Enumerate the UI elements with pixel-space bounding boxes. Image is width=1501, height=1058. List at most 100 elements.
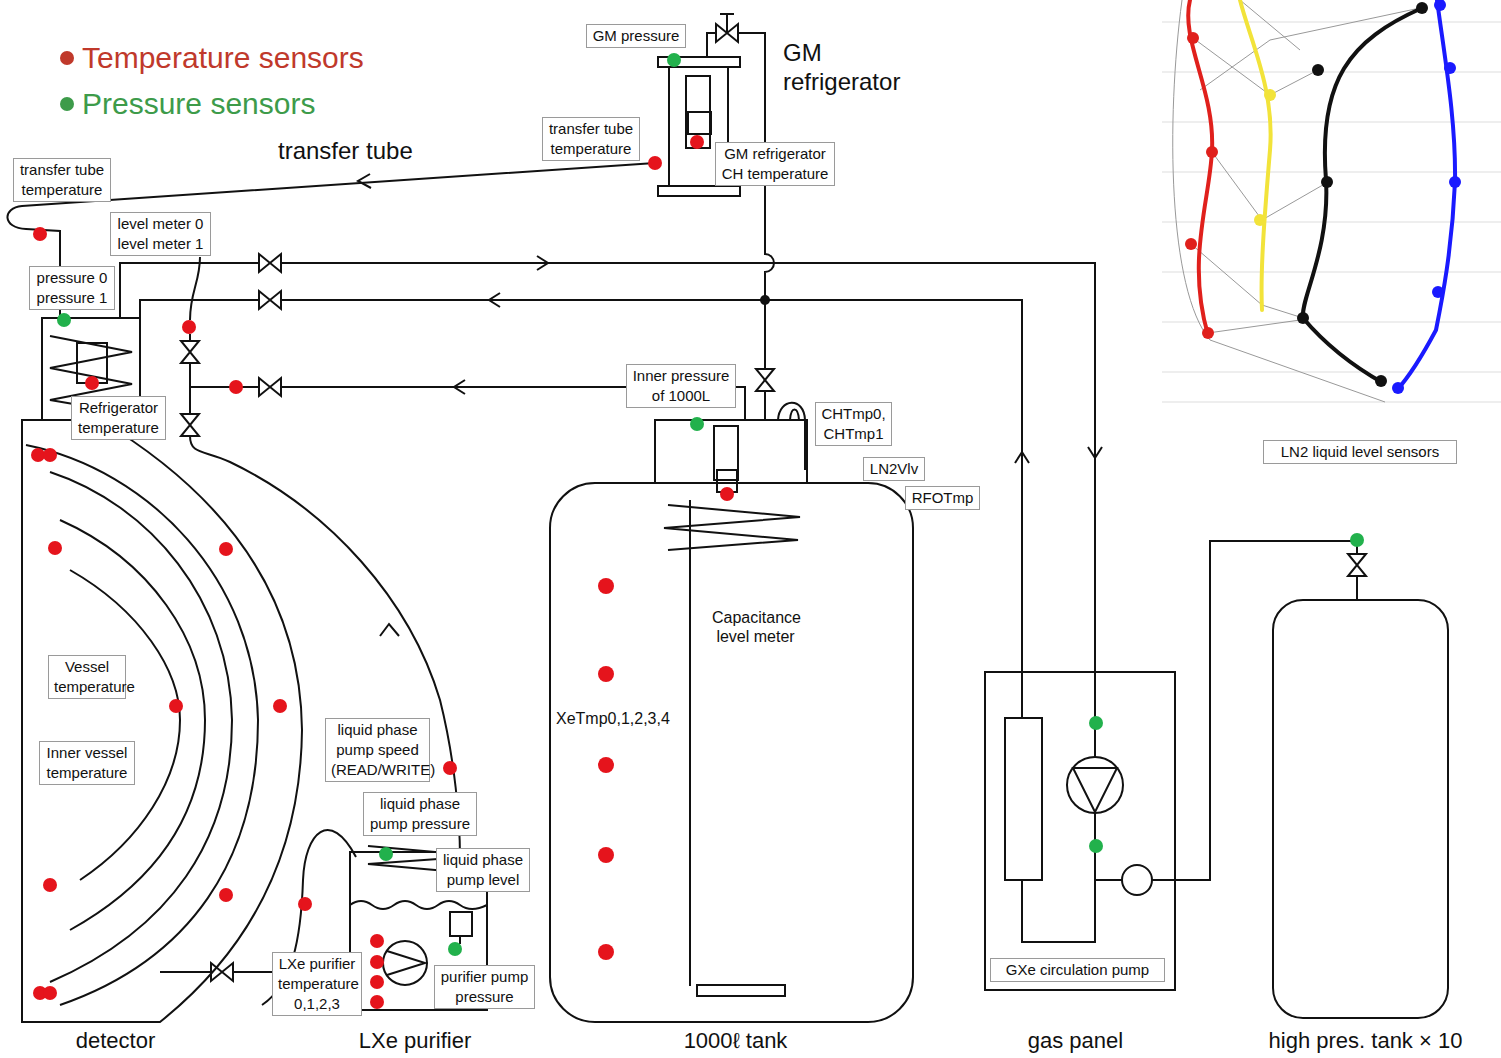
temperature-sensor xyxy=(598,666,614,682)
inset-sensor-dots xyxy=(1185,0,1461,394)
inset-mesh xyxy=(1173,0,1420,402)
pipe xyxy=(120,263,1095,757)
inset-sensor-dots xyxy=(1187,32,1199,44)
gas-panel xyxy=(1067,757,1123,813)
pipe xyxy=(1152,541,1357,880)
sensor-label: purifier pump pressure xyxy=(440,967,529,1007)
sensor-label: liquid phase pump level xyxy=(442,850,524,890)
legend-swatch xyxy=(60,97,74,111)
pressure-sensor xyxy=(667,53,681,67)
inset-sensor-strings xyxy=(1397,0,1455,390)
temperature-sensor xyxy=(43,986,57,1000)
sensor-label: transfer tube temperature xyxy=(548,119,634,159)
temperature-sensor xyxy=(229,380,243,394)
part-name: gas panel xyxy=(1027,1028,1124,1054)
inset-sensor-dots xyxy=(1202,327,1214,339)
inset-sensor-strings xyxy=(1188,0,1455,390)
inset-sensor-dots xyxy=(1432,286,1444,298)
sensor-label-box: transfer tube temperature xyxy=(542,117,640,161)
pressure-sensor xyxy=(448,942,462,956)
valve-symbol xyxy=(756,369,774,391)
inset-mesh xyxy=(1200,8,1420,90)
sensor-label-box: LN2 liquid level sensors xyxy=(1263,440,1457,464)
sensor-label: GM pressure xyxy=(592,26,680,46)
part-name-text: gas panel xyxy=(1027,1028,1124,1054)
pressure-sensor xyxy=(1350,533,1364,547)
valve-symbol xyxy=(1348,554,1366,576)
pressure-sensor xyxy=(57,313,71,327)
flow-arrow xyxy=(380,624,399,636)
legend-text: Temperature sensors xyxy=(82,40,364,76)
pipe xyxy=(1022,813,1095,942)
gas-panel xyxy=(985,672,1175,990)
sensor-label-box: Refrigerator temperature xyxy=(71,396,166,440)
valve-symbol xyxy=(211,963,233,981)
temperature-sensor xyxy=(690,135,704,149)
temperature-sensor xyxy=(370,934,384,948)
inset-sensor-dots xyxy=(1416,2,1428,14)
temperature-sensor xyxy=(33,227,47,241)
pipe xyxy=(707,33,774,420)
gm-refrigerator xyxy=(686,76,710,148)
detector-vessel xyxy=(60,520,205,930)
sensor-label: LXe purifier temperature 0,1,2,3 xyxy=(278,954,356,1014)
junction-dot xyxy=(760,295,770,305)
inset-sensor-dots xyxy=(1254,214,1266,226)
temperature-sensor xyxy=(298,897,312,911)
sensor-label-box: RFOTmp xyxy=(905,486,980,510)
lxe-purifier xyxy=(350,901,487,909)
part-name-text: high pres. tank × 10 xyxy=(1268,1028,1463,1054)
pressure-sensor xyxy=(1089,839,1103,853)
high-pressure-tank xyxy=(1273,600,1448,1018)
part-name-text: LXe purifier xyxy=(358,1028,472,1054)
pipe xyxy=(7,14,1357,1005)
pipe xyxy=(140,300,1022,718)
detector-vessel xyxy=(70,570,180,880)
legend-text: Pressure sensors xyxy=(82,86,315,122)
lxe-purifier xyxy=(459,936,461,944)
pressure-sensor xyxy=(379,847,393,861)
valve-symbol xyxy=(181,24,1366,981)
valve-symbol xyxy=(716,24,738,42)
sensor-label: Inner vessel temperature xyxy=(45,743,129,783)
temperature-sensor xyxy=(720,487,734,501)
sensor-label: level meter 0 level meter 1 xyxy=(116,214,205,254)
pipe xyxy=(190,257,200,320)
temperature-sensor xyxy=(31,448,45,462)
temperature-sensor xyxy=(43,878,57,892)
inset-sensor-dots xyxy=(1375,375,1387,387)
temperature-sensor xyxy=(370,955,384,969)
part-name: 1000ℓ tank xyxy=(683,1028,788,1054)
inset-sensor-dots xyxy=(1264,89,1276,101)
sensor-label: LN2 liquid level sensors xyxy=(1269,442,1451,462)
storage-tank xyxy=(697,985,785,996)
high-pressure-tank xyxy=(1273,600,1448,1018)
inset-sensor-dots xyxy=(1185,238,1197,250)
sensor-label-box: liquid phase pump speed (READ/WRITE) xyxy=(325,718,430,782)
sensor-label-box: transfer tube temperature xyxy=(13,158,111,202)
inset-sensor-strings xyxy=(1188,0,1212,335)
temperature-sensor xyxy=(370,975,384,989)
valve-symbol xyxy=(181,414,199,436)
valve-symbol xyxy=(259,378,281,396)
sensor-label: LN2Vlv xyxy=(869,459,919,479)
detector-vessel xyxy=(50,472,232,982)
sensor-label: CHTmp0, CHTmp1 xyxy=(821,404,886,444)
lxe-purifier xyxy=(450,912,472,936)
flow-arrow xyxy=(489,293,500,307)
temperature-sensor xyxy=(219,888,233,902)
inset-grid xyxy=(1162,22,1501,23)
sensor-label-box: GM refrigerator CH temperature xyxy=(715,142,835,186)
flow-arrow xyxy=(358,174,371,188)
storage-tank xyxy=(655,420,807,483)
flow-arrow xyxy=(1015,452,1029,463)
sensor-label-box: Inner vessel temperature xyxy=(39,741,135,785)
inset-grid xyxy=(1162,172,1501,173)
sensor-label-box: LXe purifier temperature 0,1,2,3 xyxy=(272,952,362,1016)
sensor-label: Vessel temperature xyxy=(54,657,120,697)
sensor-label-box: liquid phase pump pressure xyxy=(363,792,477,836)
flow-arrow xyxy=(358,174,1102,636)
part-name-text: Capacitance level meter xyxy=(712,608,799,646)
temperature-sensor xyxy=(273,699,287,713)
inset-sensor-dots xyxy=(1392,382,1404,394)
